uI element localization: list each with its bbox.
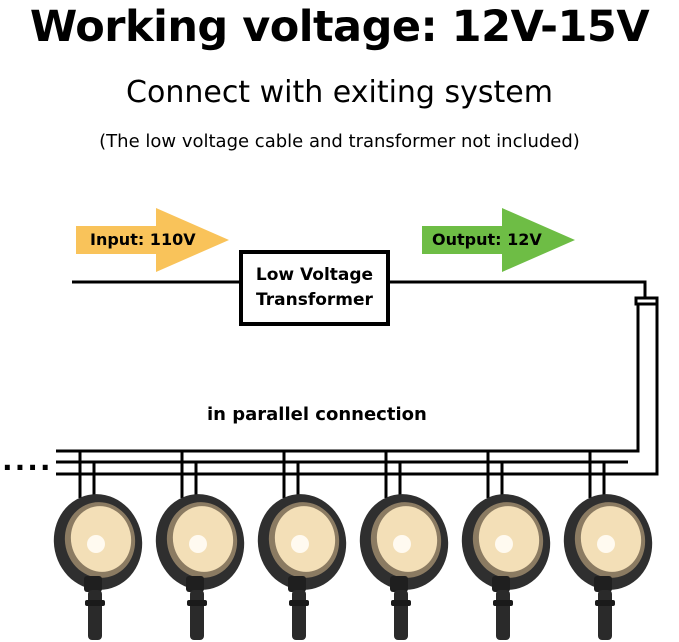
stake-collar: [289, 600, 309, 606]
spotlight: [359, 451, 449, 640]
spotlight: [53, 451, 143, 640]
lamp-stake: [496, 590, 510, 640]
output-arrow: [422, 208, 575, 272]
lamp-stake: [88, 590, 102, 640]
lamp-mount: [492, 576, 510, 592]
spotlight: [155, 451, 245, 640]
input-arrow: [76, 208, 229, 272]
connection-label: in parallel connection: [207, 404, 427, 425]
lamp-mount: [390, 576, 408, 592]
input-label: Input: 110V: [90, 230, 196, 249]
lamp-led: [87, 535, 105, 553]
lamp-mount: [84, 576, 102, 592]
lamp-stake: [598, 590, 612, 640]
spotlight: [257, 451, 347, 640]
feed-lines: [56, 296, 659, 476]
transformer-line2: Transformer: [256, 290, 373, 310]
drop-wire: [384, 451, 402, 498]
spotlight: [461, 451, 551, 640]
stake-collar: [493, 600, 513, 606]
lamp-mount: [594, 576, 612, 592]
lamp-stake: [190, 590, 204, 640]
drop-wire: [486, 451, 504, 498]
output-wire: [390, 280, 647, 300]
subtitle: Connect with exiting system: [126, 75, 553, 110]
lamp-stake: [394, 590, 408, 640]
lamp-led: [393, 535, 411, 553]
transformer-box: Low Voltage Transformer: [239, 250, 390, 326]
lamp-led: [189, 535, 207, 553]
stake-collar: [595, 600, 615, 606]
lamp-led: [291, 535, 309, 553]
stake-collar: [391, 600, 411, 606]
continuation-dots: ....: [2, 444, 53, 477]
lamp-led: [495, 535, 513, 553]
lamp-mount: [186, 576, 204, 592]
output-label: Output: 12V: [432, 230, 542, 249]
title: Working voltage: 12V-15V: [29, 2, 650, 52]
drop-wire: [180, 451, 198, 498]
drop-wire: [282, 451, 300, 498]
stake-collar: [187, 600, 207, 606]
spotlight: [563, 451, 653, 640]
drop-wire: [588, 451, 606, 498]
lamp-stake: [292, 590, 306, 640]
stake-collar: [85, 600, 105, 606]
note: (The low voltage cable and transformer n…: [99, 131, 580, 152]
lamp-led: [597, 535, 615, 553]
lamp-mount: [288, 576, 306, 592]
transformer-line1: Low Voltage: [255, 265, 374, 285]
drop-wire: [78, 451, 96, 498]
